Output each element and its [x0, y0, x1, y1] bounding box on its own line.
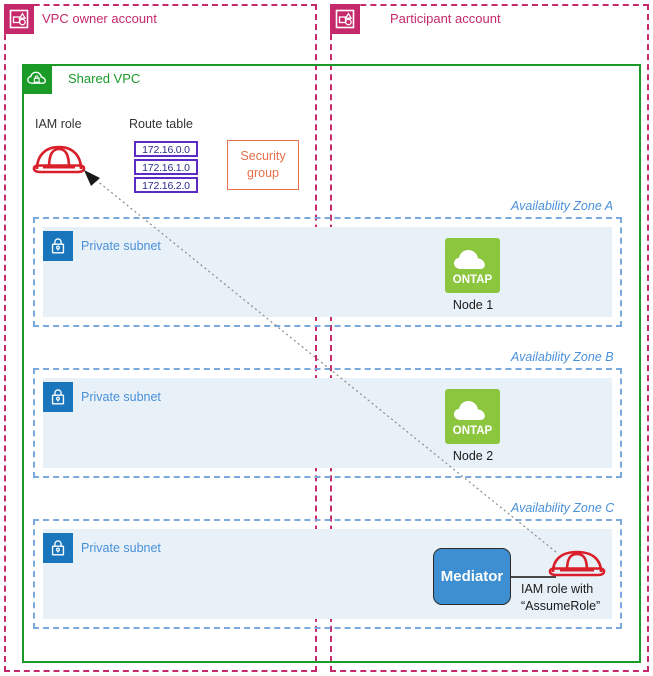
account-icon	[9, 9, 29, 29]
ontap-cloud-icon: ONTAP	[453, 401, 493, 437]
ontap-node-2-icon: ONTAP	[445, 389, 500, 444]
security-group-label-line2: group	[247, 166, 279, 180]
iam-role-label: IAM role	[35, 117, 82, 131]
iam-role-helmet-icon	[31, 137, 87, 184]
assume-role-caption: IAM role with “AssumeRole”	[521, 581, 600, 615]
account-icon	[335, 9, 355, 29]
ontap-node-1-icon: ONTAP	[445, 238, 500, 293]
lock-icon	[51, 540, 65, 556]
assume-role-line2: “AssumeRole”	[521, 599, 601, 613]
shared-vpc-boundary	[22, 64, 641, 663]
node-1-label: Node 1	[452, 298, 494, 312]
participant-account-label: Participant account	[390, 11, 501, 26]
security-group-label-line1: Security	[240, 149, 286, 163]
private-subnet-b-label: Private subnet	[81, 390, 161, 404]
assume-role-helmet-icon	[546, 544, 608, 587]
security-group-box: Security group	[227, 140, 299, 190]
route-table-label: Route table	[129, 117, 193, 131]
participant-account-badge	[330, 4, 360, 34]
lock-icon	[51, 389, 65, 405]
availability-zone-a-label: Availability Zone A	[511, 199, 614, 213]
route-entry: 172.16.0.0	[134, 141, 198, 157]
route-entry: 172.16.2.0	[134, 177, 198, 193]
availability-zone-c-label: Availability Zone C	[511, 501, 615, 515]
shared-vpc-label: Shared VPC	[68, 71, 141, 86]
ontap-icon-text: ONTAP	[453, 425, 493, 437]
route-entry: 172.16.1.0	[134, 159, 198, 175]
assume-role-line1: IAM role with	[521, 582, 594, 596]
private-subnet-a-label: Private subnet	[81, 239, 161, 253]
availability-zone-b-label: Availability Zone B	[511, 350, 614, 364]
private-subnet-c-badge	[43, 533, 73, 563]
private-subnet-c-label: Private subnet	[81, 541, 161, 555]
shared-vpc-badge	[22, 64, 52, 94]
vpc-cloud-lock-icon	[27, 71, 46, 84]
vpc-owner-account-label: VPC owner account	[42, 11, 157, 26]
private-subnet-a-badge	[43, 231, 73, 261]
ontap-icon-text: ONTAP	[453, 274, 493, 286]
lock-icon	[51, 238, 65, 254]
node-2-label: Node 2	[452, 449, 494, 463]
private-subnet-b-badge	[43, 382, 73, 412]
mediator-iam-connector	[511, 576, 556, 578]
vpc-owner-account-badge	[4, 4, 34, 34]
mediator-box: Mediator	[433, 548, 511, 605]
ontap-cloud-icon: ONTAP	[453, 250, 493, 286]
